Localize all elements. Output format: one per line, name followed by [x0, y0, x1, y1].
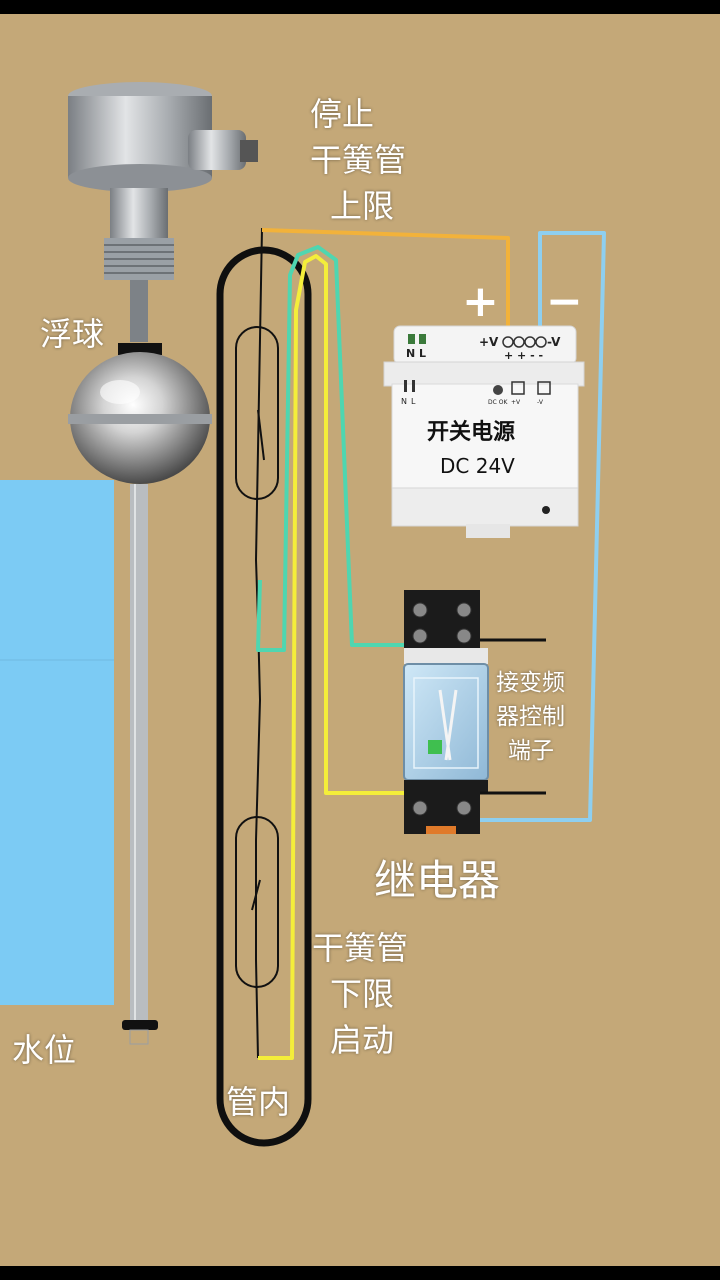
tube-inner-conductor — [254, 227, 263, 1059]
label-reed-switch-lower: 干簧管 — [312, 929, 409, 967]
label-lower-limit: 下限 — [330, 975, 395, 1013]
label-vfd-terminal-2: 器控制 — [496, 704, 565, 730]
wire-green — [256, 245, 415, 652]
label-stop: 停止 — [310, 95, 375, 133]
float-rod-end — [122, 1020, 158, 1030]
float-rod — [130, 484, 148, 1022]
reed-tube — [216, 246, 312, 1147]
float-sensor-head — [68, 82, 258, 342]
wire-yellow — [258, 254, 404, 1060]
label-vfd-terminal-3: 端子 — [508, 738, 554, 764]
wire-blue — [444, 231, 606, 822]
label-upper-limit: 上限 — [330, 187, 395, 225]
psu-plus-v-top: +V — [479, 335, 499, 349]
background-top-bar — [0, 0, 720, 14]
psu-name: 开关电源 — [427, 420, 516, 445]
psu-model: DC 24V — [440, 454, 515, 478]
psu-dc-ok: DC OK — [488, 399, 508, 406]
psu-lower-l: L — [411, 397, 416, 406]
psu-minus-v-top: -V — [547, 335, 561, 349]
psu-plus-v: +V — [511, 399, 521, 406]
label-water-level: 水位 — [12, 1031, 77, 1069]
label-in-tube: 管内 — [226, 1083, 291, 1121]
label-vfd-terminal-1: 接变频 — [496, 670, 565, 696]
background-bottom-bar — [0, 1266, 720, 1280]
label-relay: 继电器 — [374, 856, 501, 905]
psu-right-terminals-bottom: + + - - — [504, 349, 544, 362]
switching-power-supply — [383, 325, 585, 538]
float-ball — [68, 343, 212, 484]
water-column — [0, 480, 114, 1005]
psu-minus-v: -V — [537, 399, 543, 406]
label-start: 启动 — [330, 1021, 395, 1059]
wire-orange — [261, 228, 510, 340]
relay — [403, 590, 546, 834]
psu-left-terminals: N L — [406, 347, 427, 360]
psu-lower-n: N — [401, 397, 407, 406]
label-reed-switch-upper: 干簧管 — [310, 141, 407, 179]
minus-sign: − — [546, 276, 583, 327]
label-float-ball: 浮球 — [40, 315, 105, 353]
plus-sign: + — [462, 276, 499, 327]
